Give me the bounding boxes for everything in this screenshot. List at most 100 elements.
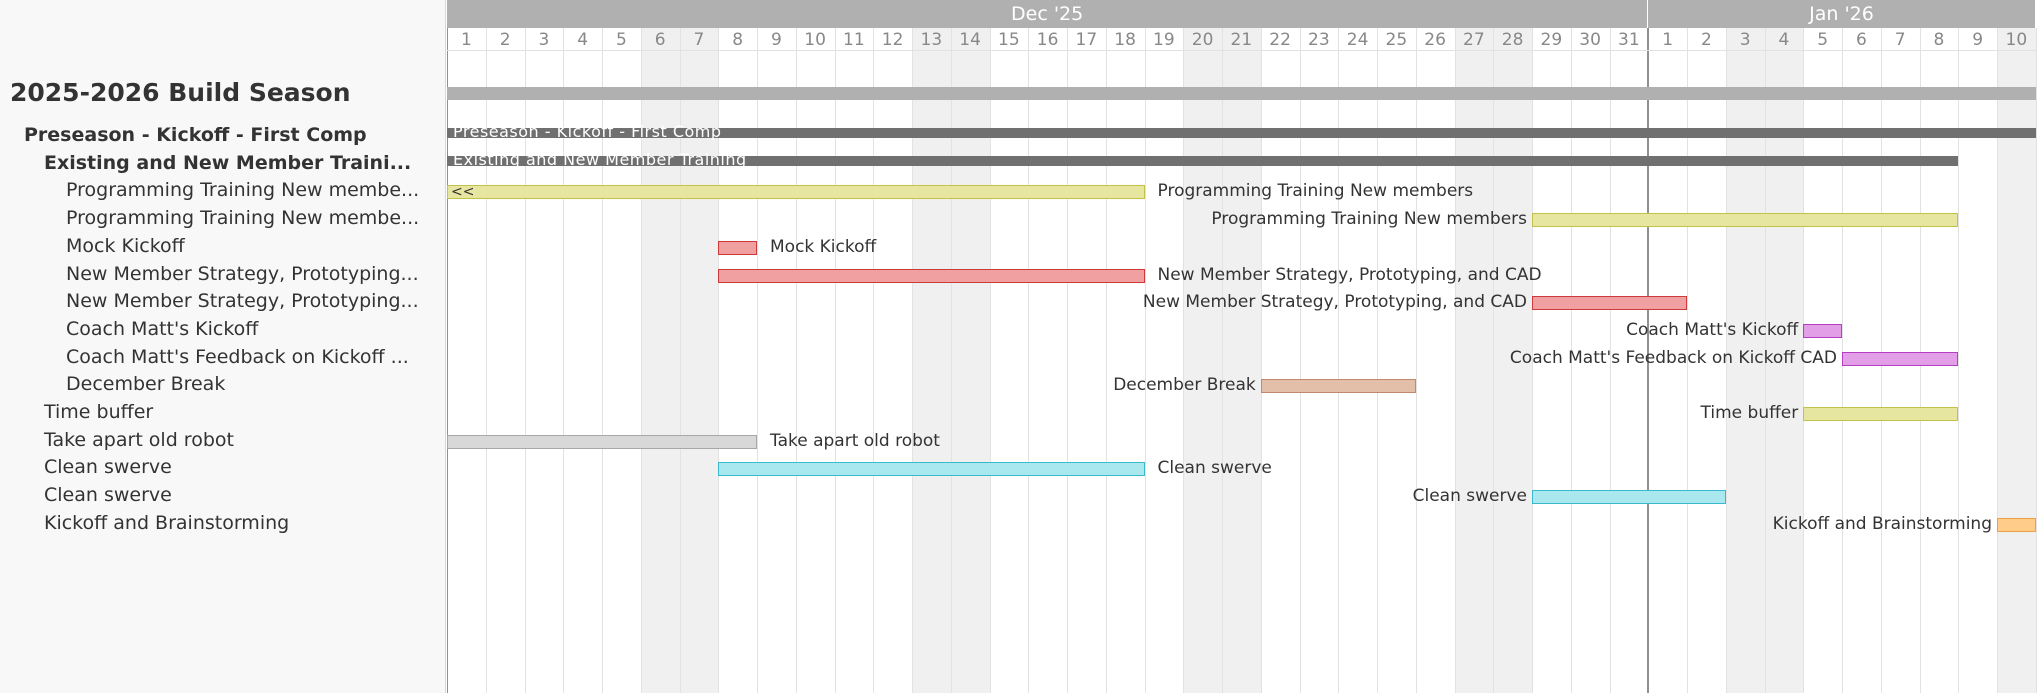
- day-label: 1: [460, 30, 472, 50]
- day-gridline: [1687, 28, 1688, 693]
- day-label: 24: [1346, 30, 1369, 50]
- day-gridline: [1105, 28, 1107, 693]
- day-label: 22: [1269, 30, 1291, 50]
- summary-bar[interactable]: [447, 128, 2036, 138]
- day-gridline: [1028, 28, 1030, 693]
- day-gridline: [795, 28, 797, 693]
- project-title[interactable]: 2025-2026 Build Season: [10, 78, 351, 107]
- weekend-band: [679, 28, 719, 693]
- task-row-label[interactable]: Coach Matt's Kickoff: [66, 317, 259, 340]
- day-gridline: [1532, 28, 1533, 693]
- weekend-band: [1222, 28, 1261, 693]
- summary-bar-label: Preseason - Kickoff - First Comp: [453, 122, 722, 141]
- day-gridline: [834, 28, 836, 693]
- day-label: 13: [920, 30, 943, 50]
- task-row-label[interactable]: Take apart old robot: [44, 428, 234, 451]
- day-label: 23: [1308, 30, 1330, 50]
- task-bar[interactable]: [1803, 323, 1842, 338]
- task-bar-label: New Member Strategy, Prototyping, and CA…: [1142, 292, 1527, 313]
- day-gridline: [1222, 28, 1223, 693]
- day-label: 3: [538, 30, 550, 50]
- chart-left-edge: [447, 28, 448, 693]
- day-label: 9: [1972, 30, 1984, 50]
- task-row-label[interactable]: Existing and New Member Traini...: [44, 151, 412, 174]
- weekend-band: [1183, 28, 1222, 693]
- day-gridline: [679, 28, 681, 693]
- task-bar[interactable]: [1260, 379, 1416, 394]
- task-bar-label: Take apart old robot: [770, 430, 940, 451]
- day-gridline: [1997, 28, 1998, 693]
- day-label: 17: [1075, 30, 1098, 50]
- day-gridline: [1144, 28, 1146, 693]
- task-bar[interactable]: [718, 240, 757, 255]
- month-boundary-line: [1647, 28, 1650, 693]
- task-row-label[interactable]: Programming Training New membe...: [66, 207, 420, 230]
- task-bar-label: Kickoff and Brainstorming: [1772, 513, 1992, 534]
- task-bar-label: Clean swerve: [1412, 486, 1527, 507]
- task-row-label[interactable]: Preseason - Kickoff - First Comp: [24, 124, 367, 146]
- summary-bar[interactable]: [447, 155, 1959, 166]
- task-bar[interactable]: [1803, 407, 1959, 421]
- task-bar-label: Clean swerve: [1157, 458, 1272, 479]
- day-label: 21: [1230, 30, 1253, 50]
- task-row-label[interactable]: December Break: [66, 373, 226, 396]
- day-gridline: [1415, 28, 1417, 693]
- day-label: 5: [615, 30, 627, 50]
- day-gridline: [640, 28, 642, 693]
- day-label: 9: [770, 30, 782, 50]
- task-row-label[interactable]: New Member Strategy, Prototyping...: [66, 290, 419, 313]
- task-bar[interactable]: [1842, 351, 1959, 366]
- day-label: 26: [1424, 30, 1446, 50]
- day-label: 14: [959, 30, 981, 50]
- day-gridline: [602, 28, 603, 693]
- task-bar[interactable]: [1997, 517, 2036, 532]
- day-gridline: [1067, 28, 1068, 693]
- day-label: 29: [1540, 30, 1563, 50]
- task-row-label[interactable]: Mock Kickoff: [66, 234, 185, 257]
- task-bar-label: Programming Training New members: [1211, 209, 1527, 230]
- task-row-label[interactable]: Kickoff and Brainstorming: [44, 511, 290, 534]
- day-label: 11: [843, 30, 865, 50]
- day-gridline: [1609, 28, 1611, 693]
- day-label: 8: [1933, 30, 1945, 50]
- task-row-label[interactable]: New Member Strategy, Prototyping...: [66, 262, 419, 285]
- header-separator: [447, 50, 2037, 51]
- day-label: 3: [1739, 30, 1751, 50]
- task-bar[interactable]: [1532, 213, 1959, 228]
- weekend-band: [1997, 28, 2036, 693]
- weekend-band: [1725, 28, 1765, 693]
- day-label: 2: [499, 30, 511, 50]
- task-bar[interactable]: [718, 268, 1145, 283]
- day-label: 10: [804, 30, 826, 50]
- task-bar[interactable]: [718, 462, 1145, 477]
- weekend-band: [950, 28, 990, 693]
- weekend-band: [1764, 28, 1804, 693]
- task-bar[interactable]: [447, 434, 757, 449]
- task-bar[interactable]: [1532, 296, 1687, 311]
- day-label: 27: [1463, 30, 1485, 50]
- task-bar[interactable]: [447, 185, 1145, 200]
- day-gridline: [563, 28, 565, 693]
- task-bar-label: New Member Strategy, Prototyping, and CA…: [1157, 264, 1542, 285]
- day-gridline: [950, 28, 952, 693]
- task-row-label[interactable]: Time buffer: [44, 401, 154, 423]
- day-label: 25: [1385, 30, 1408, 50]
- day-label: 15: [998, 30, 1020, 50]
- day-gridline: [873, 28, 875, 693]
- task-row-label[interactable]: Coach Matt's Feedback on Kickoff ...: [66, 345, 409, 368]
- day-label: 16: [1036, 30, 1059, 50]
- task-row-label[interactable]: Clean swerve: [44, 456, 172, 479]
- weekend-band: [912, 28, 951, 693]
- task-row-label[interactable]: Clean swerve: [44, 484, 172, 507]
- day-label: 5: [1817, 30, 1829, 50]
- day-gridline: [1183, 28, 1185, 693]
- task-bar-label: Programming Training New members: [1157, 181, 1474, 202]
- task-row-label[interactable]: Programming Training New membe...: [66, 179, 420, 202]
- day-gridline: [1338, 28, 1340, 693]
- day-gridline: [1377, 28, 1378, 693]
- day-label: 6: [1855, 30, 1867, 50]
- task-bar[interactable]: [1532, 490, 1726, 505]
- project-summary-bar[interactable]: [447, 87, 2036, 100]
- day-gridline: [2035, 28, 2037, 693]
